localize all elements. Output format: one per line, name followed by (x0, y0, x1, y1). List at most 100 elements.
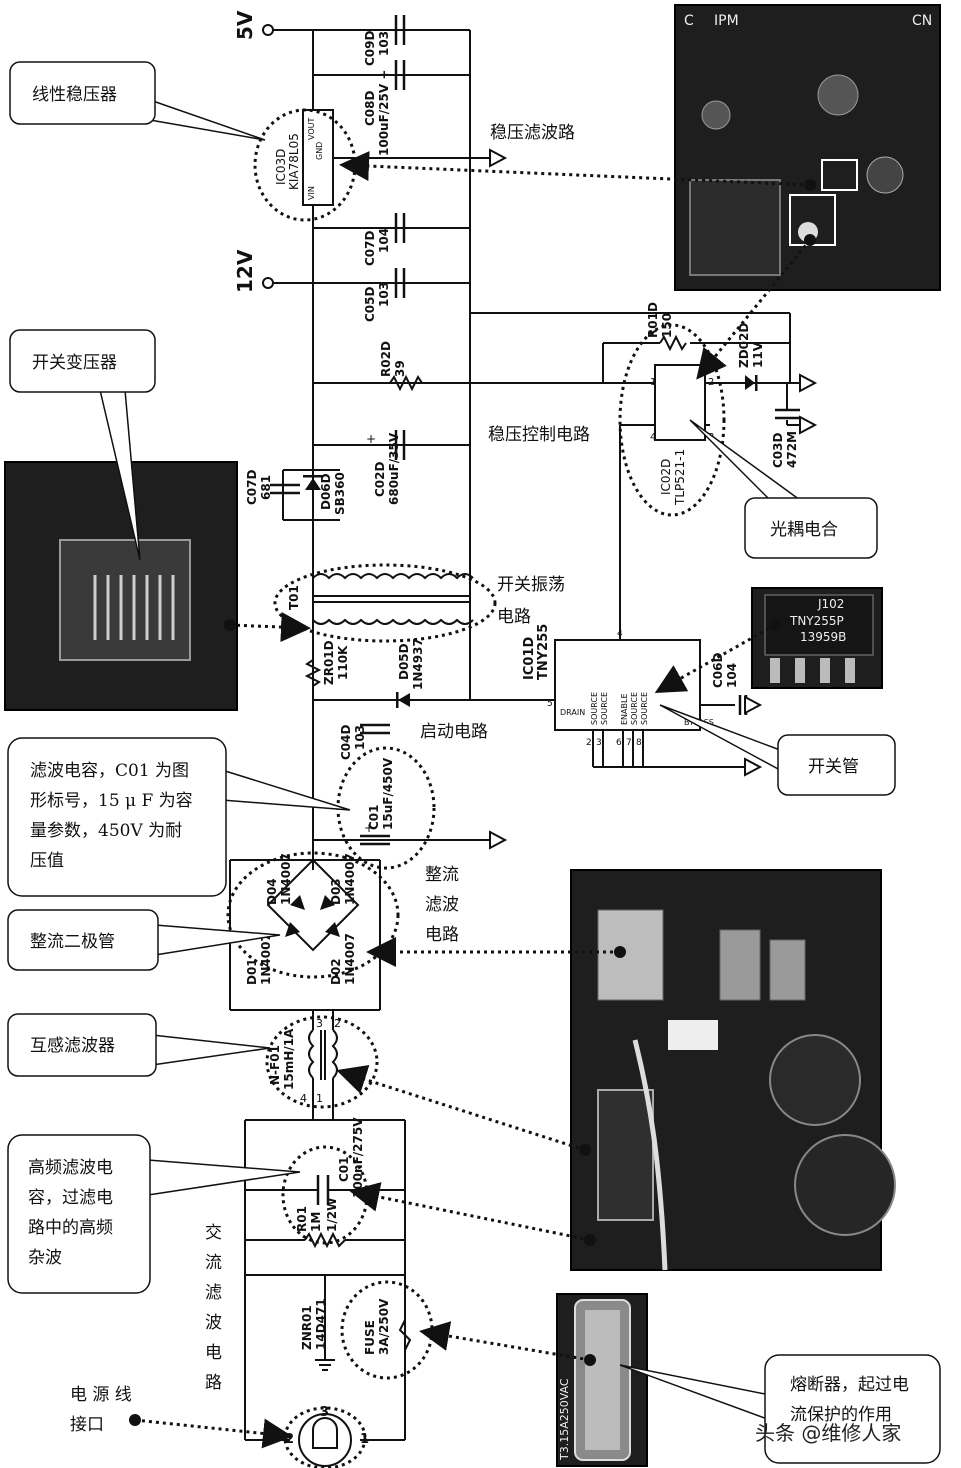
c07d-ref: C07D (245, 469, 259, 505)
label-power-input-1: 电 源 线 (70, 1385, 132, 1405)
ic02d-pin1: 1 (650, 377, 656, 388)
d04-ref: D04 (265, 878, 279, 905)
nf01-pin3: 3 (316, 1017, 323, 1030)
label-regulator-control: 稳压控制电路 (488, 425, 590, 445)
callout-text-filter-cap-1: 滤波电容，C01 为图 (30, 761, 189, 781)
highlight-ellipses (226, 108, 726, 1468)
ic01d-pin-8: 8 (636, 738, 642, 748)
fuse-value: 3A/250V (377, 1298, 391, 1355)
znr01-value: 14D471 (314, 1298, 328, 1350)
callout-rectifier-diode: 整流二极管 (7, 909, 281, 971)
chip-line2: TNY255P (789, 614, 844, 628)
label-ac-2: 流 (205, 1253, 222, 1273)
ic01d-source-1: SOURCE (590, 692, 599, 725)
ipm-photo-label: IPM (714, 13, 739, 29)
label-ac-5: 电 (205, 1343, 222, 1363)
callout-text-switch-transformer: 开关变压器 (32, 353, 117, 373)
ic01d-enable: ENABLE (620, 693, 629, 725)
capacitor-plates (270, 15, 800, 1205)
c06d-value: 104 (725, 663, 739, 688)
r01d-value: 150 (660, 313, 674, 338)
nf01-pin2: 2 (334, 1017, 341, 1030)
ic01d-pin-3: 3 (596, 738, 602, 748)
label-ac-4: 波 (205, 1313, 222, 1333)
callout-mutual-filter: 互感滤波器 (7, 1013, 271, 1077)
label-startup: 启动电路 (420, 722, 488, 742)
c08d-value: 100uF/25V + (377, 70, 391, 156)
resistors (304, 334, 687, 1249)
r02d-ref: R02D (379, 341, 393, 377)
leader-dots (129, 179, 816, 1426)
chip-line3: 13959B (800, 630, 846, 644)
zd02d-ref: ZD02D (737, 323, 751, 368)
callout-text-hf-2: 容，过滤电 (28, 1188, 113, 1208)
zr01d-value: 110K (336, 645, 350, 680)
d03-value: 1N4007 (343, 853, 357, 905)
callout-linear-regulator: 线性稳压器 (9, 61, 266, 141)
c01-big-plus: + (364, 821, 374, 835)
callout-text-hf-4: 杂波 (28, 1248, 62, 1268)
nf01-pin4: 4 (300, 1092, 307, 1105)
rail-5v: 5V (233, 10, 257, 40)
ic01d-part: TNY255 (536, 624, 551, 680)
ic01d-source-3: SOURCE (630, 692, 639, 725)
label-ac-3: 滤 (205, 1283, 222, 1303)
fuse-ref: FUSE (363, 1320, 377, 1355)
ipm-board-photo: C IPM CN (674, 4, 941, 291)
r02d-value: 39 (393, 360, 407, 377)
r01-ref: R01 (295, 1206, 309, 1232)
c02d-ref: C02D (373, 461, 387, 497)
c09d-value: 103 (377, 31, 391, 56)
callout-switch-tube: 开关管 (659, 704, 896, 796)
ic01d-pin-7: 7 (626, 738, 632, 748)
label-ac-6: 路 (205, 1373, 222, 1393)
d06d-ref: D06D (319, 473, 333, 510)
c04d-ref: C04D (339, 724, 353, 760)
c03d-value: 472M (785, 431, 799, 468)
schematic-wires (229, 29, 800, 1441)
ic03d-pin-gnd: GND (315, 142, 324, 160)
diodes (285, 375, 758, 937)
d02-value: 1N4007 (343, 933, 357, 985)
ic01d-drain: DRAIN (560, 708, 585, 717)
label-rectifier-1: 整流 (425, 865, 459, 885)
callout-switch-transformer: 开关变压器 (9, 329, 156, 561)
callout-text-rectifier-diode: 整流二极管 (30, 932, 115, 952)
ic03d-pin-vout: VOUT (307, 118, 316, 140)
c01-small-value: 100nF/275V (351, 1117, 365, 1198)
callout-text-fuse-2: 流保护的作用 (790, 1405, 892, 1425)
ic03d-ref: IC03D (274, 149, 288, 185)
zr01d-ref: ZR01D (322, 640, 336, 685)
t01-ref: T01 (287, 585, 301, 610)
c07d-top-value: 104 (377, 228, 391, 253)
watermark: 头条 @维修人家 (755, 1421, 901, 1445)
callout-hf-filter-cap: 高频滤波电 容，过滤电 路中的高频 杂波 (7, 1134, 301, 1294)
c05d-ref: C05D (363, 286, 377, 322)
c09d-ref: C09D (363, 30, 377, 66)
callout-text-filter-cap-3: 量参数，450V 为耐 (30, 821, 182, 841)
callout-text-hf-3: 路中的高频 (28, 1218, 113, 1238)
c02d-value: 680uF/35V (387, 432, 401, 505)
r01-value2: 1/2W (325, 1198, 339, 1232)
d01-ref: D01 (245, 958, 259, 985)
c07d-value: 681 (259, 475, 273, 500)
c06d-ref: C06D (711, 652, 725, 688)
label-rectifier-2: 滤波 (425, 895, 459, 915)
callout-text-mutual-filter: 互感滤波器 (30, 1036, 115, 1056)
c08d-ref: C08D (363, 90, 377, 126)
fuse-marking: T3.15A250VAC (558, 1378, 571, 1461)
zd02d-value: 11V (751, 341, 765, 368)
label-regulator-filter: 稳压滤波路 (490, 123, 575, 143)
ic03d-pin-vin: VIN (307, 186, 316, 200)
d04-value: 1N4007 (279, 853, 293, 905)
callout-text-optocoupler: 光耦电合 (770, 520, 838, 540)
ic02d-pin4: 4 (650, 432, 656, 443)
ic01d-source-4: SOURCE (640, 692, 649, 725)
rail-12v: 12V (233, 249, 257, 293)
d01-value: 1N4007 (259, 933, 273, 985)
ic02d-ref: IC02D (659, 459, 673, 495)
ic02d-body (654, 364, 706, 441)
ic01d-ref: IC01D (522, 637, 537, 680)
c02d-plus: + (366, 432, 376, 446)
